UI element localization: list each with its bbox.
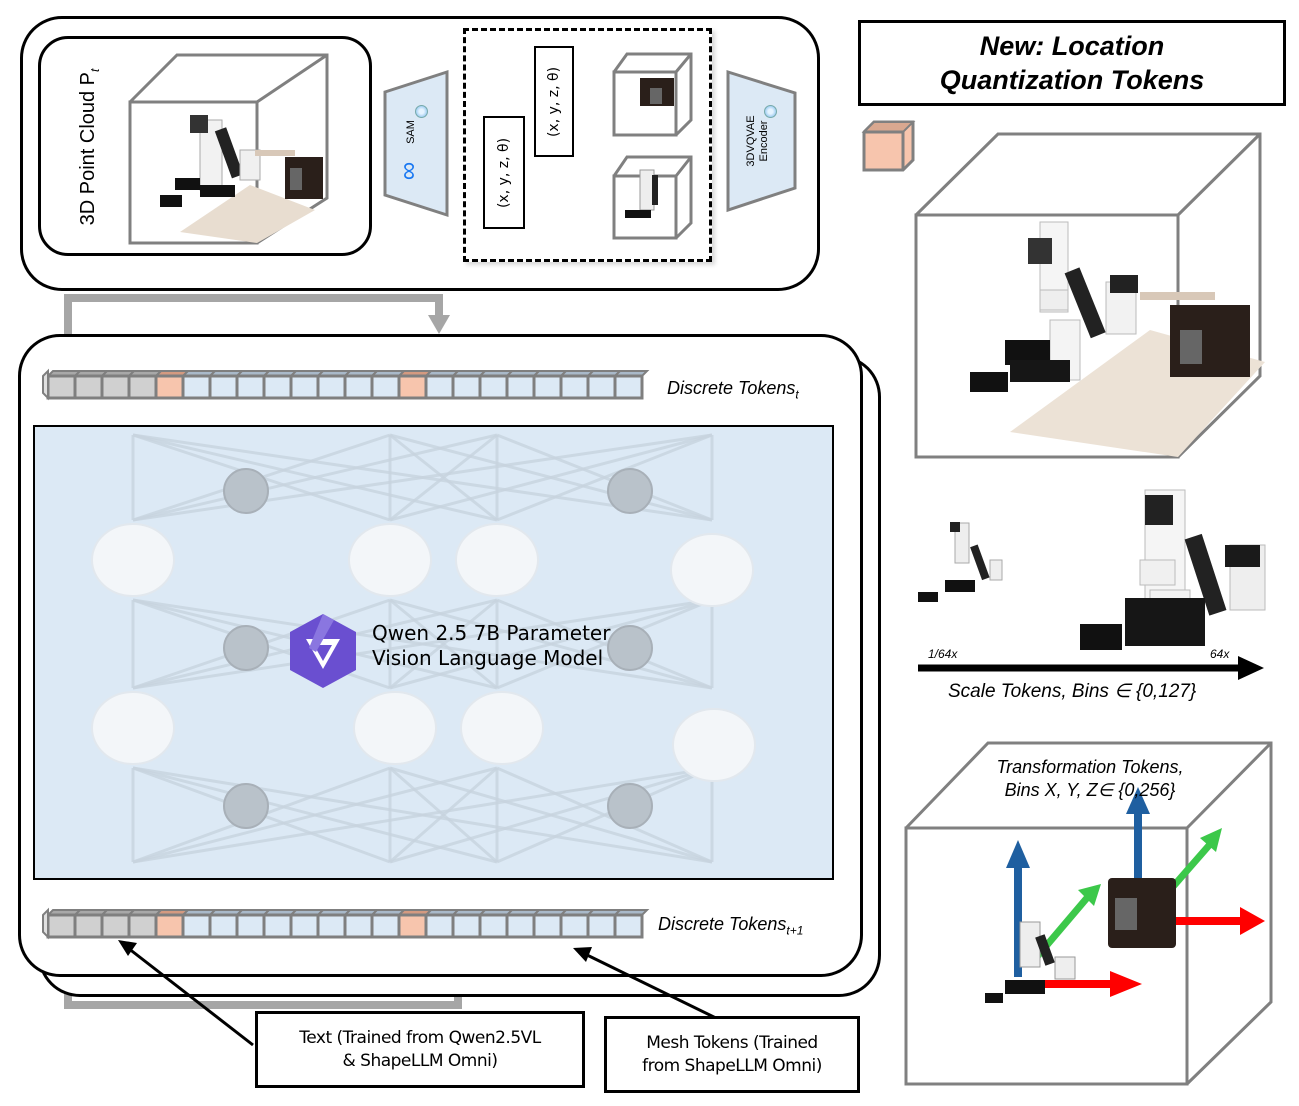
nn-node bbox=[460, 691, 544, 765]
robot-scene-small bbox=[160, 115, 323, 243]
nn-edge bbox=[389, 433, 498, 522]
token-mesh bbox=[613, 913, 644, 939]
nn-edge bbox=[389, 766, 713, 864]
output-tokens-label: Discrete Tokenst+1 bbox=[658, 914, 804, 938]
segmentation-output-box bbox=[463, 28, 712, 262]
nn-edge bbox=[132, 598, 713, 690]
mesh-callout-arrow bbox=[584, 952, 721, 1022]
nn-hidden-node bbox=[223, 625, 269, 671]
camera-origin-axes bbox=[1126, 787, 1265, 935]
nn-node bbox=[91, 691, 175, 765]
transformation-tokens-caption: Transformation Tokens, Bins X, Y, Z∈ {0,… bbox=[996, 757, 1184, 800]
text-tokens-callout: Text (Trained from Qwen2.5VL& ShapeLLM O… bbox=[255, 1011, 585, 1088]
nn-hidden-node bbox=[223, 468, 269, 514]
token-bar-side bbox=[42, 907, 49, 940]
nn-hidden-node bbox=[607, 783, 653, 829]
nn-edge bbox=[132, 433, 498, 522]
nn-edge bbox=[389, 598, 713, 690]
nn-edge bbox=[389, 433, 713, 522]
nn-node bbox=[670, 533, 754, 607]
nn-edge bbox=[389, 766, 498, 864]
nn-edge bbox=[132, 766, 713, 864]
nn-edge bbox=[496, 598, 713, 690]
segmented-object-cube-1 bbox=[612, 52, 693, 137]
nn-node bbox=[348, 523, 432, 597]
nn-edge bbox=[496, 766, 713, 864]
camera-object bbox=[1108, 878, 1176, 948]
nn-hidden-node bbox=[223, 783, 269, 829]
robot-small-scale bbox=[918, 522, 1003, 602]
coord-token-box-1: (x, y, z, θ) bbox=[483, 116, 525, 229]
robot-scene-large bbox=[970, 221, 1265, 457]
nn-edge bbox=[132, 766, 498, 864]
model-name: Qwen 2.5 7B Parameter Vision Language Mo… bbox=[372, 621, 611, 670]
nn-edge bbox=[389, 598, 498, 690]
frozen-snowflake-icon bbox=[764, 105, 777, 118]
scale-min-label: 1/64x bbox=[928, 647, 958, 661]
frozen-snowflake-icon bbox=[415, 105, 428, 118]
nn-hidden-node bbox=[607, 468, 653, 514]
nn-node bbox=[91, 523, 175, 597]
text-callout-arrow bbox=[127, 946, 254, 1047]
location-tokens-title: New: Location Quantization Tokens bbox=[858, 20, 1286, 106]
nn-node bbox=[455, 523, 539, 597]
robot-origin-axes bbox=[1006, 840, 1142, 997]
small-robot bbox=[985, 921, 1076, 1003]
token-bar-side bbox=[42, 368, 49, 401]
scale-tokens-caption: Scale Tokens, Bins ∈ {0,127} bbox=[948, 681, 1197, 702]
qwen-logo-icon bbox=[290, 614, 356, 688]
nn-edge bbox=[496, 433, 713, 522]
robot-large-scale bbox=[1080, 489, 1266, 650]
nn-node bbox=[672, 708, 756, 782]
coord-token-box-2: (x, y, z, θ) bbox=[534, 46, 574, 157]
nn-node bbox=[353, 691, 437, 765]
nn-hidden-node bbox=[607, 625, 653, 671]
input-tokens-label: Discrete Tokenst bbox=[667, 378, 799, 402]
scale-max-label: 64x bbox=[1210, 647, 1230, 661]
token-mesh bbox=[613, 374, 644, 400]
